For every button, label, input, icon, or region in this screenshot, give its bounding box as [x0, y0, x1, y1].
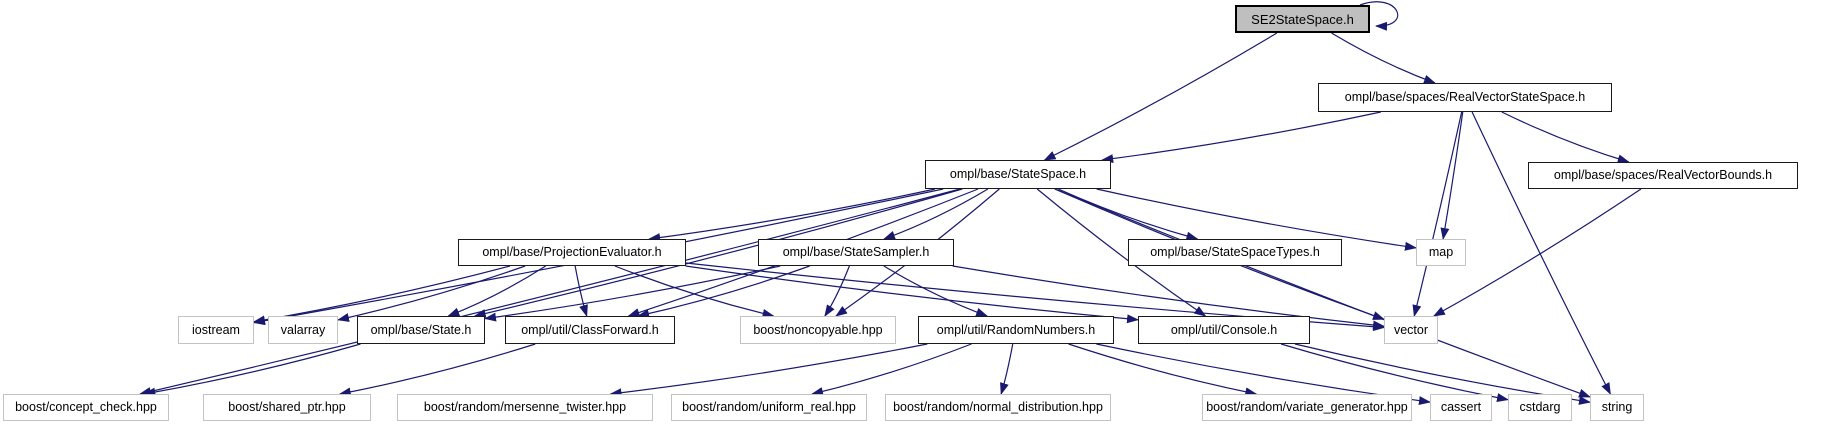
edge-pe-console — [685, 265, 1139, 324]
graph-node-valarray: valarray — [268, 316, 338, 344]
edge-ss-types — [1058, 188, 1199, 241]
edge-classfwd-sharedptr — [338, 343, 536, 397]
edge-random-normal — [1000, 343, 1014, 395]
graph-node-classfwd[interactable]: ompl/util/ClassForward.h — [505, 316, 675, 344]
edge-pe-iostream — [253, 265, 511, 325]
graph-node-label: boost/random/uniform_real.hpp — [682, 400, 856, 415]
graph-node-label: boost/shared_ptr.hpp — [228, 400, 346, 415]
edge-rvss-map — [1440, 111, 1464, 240]
graph-node-label: ompl/base/StateSpaceTypes.h — [1150, 245, 1320, 260]
edge-console-cstdarg — [1280, 343, 1509, 402]
graph-node-label: SE2StateSpace.h — [1251, 11, 1354, 27]
graph-node-label: boost/random/variate_generator.hpp — [1206, 400, 1408, 415]
edge-ss-pe — [648, 188, 936, 243]
edge-random-uniform — [811, 343, 972, 396]
edge-ss-string — [1055, 188, 1591, 398]
graph-node-pe[interactable]: ompl/base/ProjectionEvaluator.h — [458, 239, 686, 266]
graph-node-console[interactable]: ompl/util/Console.h — [1138, 316, 1310, 344]
edge-pe-noncopy — [614, 265, 775, 318]
graph-node-label: vector — [1393, 322, 1429, 337]
edge-se2-rvss — [1331, 32, 1436, 84]
edge-random-mersenne — [609, 343, 928, 398]
graph-node-label: boost/concept_check.hpp — [15, 400, 157, 415]
graph-node-vector: vector — [1384, 316, 1438, 344]
graph-node-map: map — [1416, 239, 1466, 266]
edge-pe-valarray — [337, 265, 526, 322]
edge-se2-se2 — [1359, 1, 1399, 31]
graph-node-concept: boost/concept_check.hpp — [3, 394, 169, 421]
edge-se2-ss — [1043, 32, 1278, 161]
graph-node-label: ompl/base/StateSampler.h — [782, 245, 930, 260]
graph-node-types[interactable]: ompl/base/StateSpaceTypes.h — [1128, 239, 1342, 266]
graph-node-label: ompl/util/ClassForward.h — [521, 322, 659, 337]
edge-sampler-state — [484, 265, 781, 322]
edge-sampler-noncopy — [824, 265, 850, 317]
edge-rvss-string — [1471, 111, 1611, 395]
graph-node-rvss[interactable]: ompl/base/spaces/RealVectorStateSpace.h — [1318, 83, 1612, 112]
graph-node-sharedptr: boost/shared_ptr.hpp — [203, 394, 371, 421]
graph-node-label: ompl/base/ProjectionEvaluator.h — [482, 245, 662, 260]
graph-node-noncopy: boost/noncopyable.hpp — [740, 316, 896, 344]
graph-node-mersenne: boost/random/mersenne_twister.hpp — [397, 394, 653, 421]
edge-random-variate — [1068, 343, 1258, 397]
edge-rvss-vector — [1412, 111, 1463, 317]
graph-node-rvb[interactable]: ompl/base/spaces/RealVectorBounds.h — [1528, 162, 1798, 189]
edge-state-concept — [143, 343, 361, 397]
edge-rvb-vector — [1432, 188, 1642, 317]
graph-node-ss[interactable]: ompl/base/StateSpace.h — [925, 160, 1111, 189]
graph-node-label: cstdarg — [1519, 400, 1561, 415]
edge-pe-state — [447, 265, 547, 317]
graph-node-label: ompl/base/StateSpace.h — [949, 167, 1087, 182]
graph-node-cassert: cassert — [1430, 394, 1492, 421]
edge-ss-map — [1096, 188, 1417, 251]
graph-node-label: cassert — [1440, 400, 1482, 415]
edge-sampler-vector — [952, 265, 1385, 330]
graph-node-variate: boost/random/variate_generator.hpp — [1202, 394, 1412, 421]
graph-node-label: boost/noncopyable.hpp — [753, 322, 883, 337]
graph-node-se2: SE2StateSpace.h — [1235, 5, 1370, 33]
graph-node-random[interactable]: ompl/util/RandomNumbers.h — [918, 316, 1114, 344]
edge-ss-state — [473, 188, 963, 318]
graph-node-label: string — [1601, 400, 1633, 415]
graph-node-label: valarray — [280, 322, 326, 337]
graph-node-label: ompl/util/RandomNumbers.h — [936, 322, 1096, 337]
edge-ss-sampler — [883, 188, 989, 240]
edge-pe-classfwd — [574, 265, 588, 317]
graph-node-cstdarg: cstdarg — [1508, 394, 1572, 421]
graph-node-state[interactable]: ompl/base/State.h — [357, 316, 485, 344]
edge-ss-concept — [139, 188, 961, 396]
graph-node-label: ompl/base/State.h — [370, 322, 472, 337]
graph-node-uniform: boost/random/uniform_real.hpp — [671, 394, 867, 421]
edge-rvss-rvb — [1501, 111, 1630, 164]
edge-sampler-classfwd — [637, 265, 810, 319]
edge-rvss-ss — [1101, 111, 1381, 164]
graph-node-label: boost/random/normal_distribution.hpp — [893, 400, 1103, 415]
graph-node-label: ompl/base/spaces/RealVectorBounds.h — [1553, 168, 1773, 183]
graph-node-label: map — [1428, 245, 1454, 260]
graph-node-label: iostream — [192, 322, 240, 337]
graph-node-iostream: iostream — [178, 316, 254, 344]
graph-node-string: string — [1590, 394, 1644, 421]
graph-node-label: ompl/base/spaces/RealVectorStateSpace.h — [1344, 90, 1586, 105]
graph-node-normal: boost/random/normal_distribution.hpp — [885, 394, 1111, 421]
graph-node-label: boost/random/mersenne_twister.hpp — [423, 400, 627, 415]
edge-sampler-random — [883, 265, 989, 317]
graph-node-sampler[interactable]: ompl/base/StateSampler.h — [758, 239, 954, 266]
graph-node-label: ompl/util/Console.h — [1170, 322, 1278, 337]
